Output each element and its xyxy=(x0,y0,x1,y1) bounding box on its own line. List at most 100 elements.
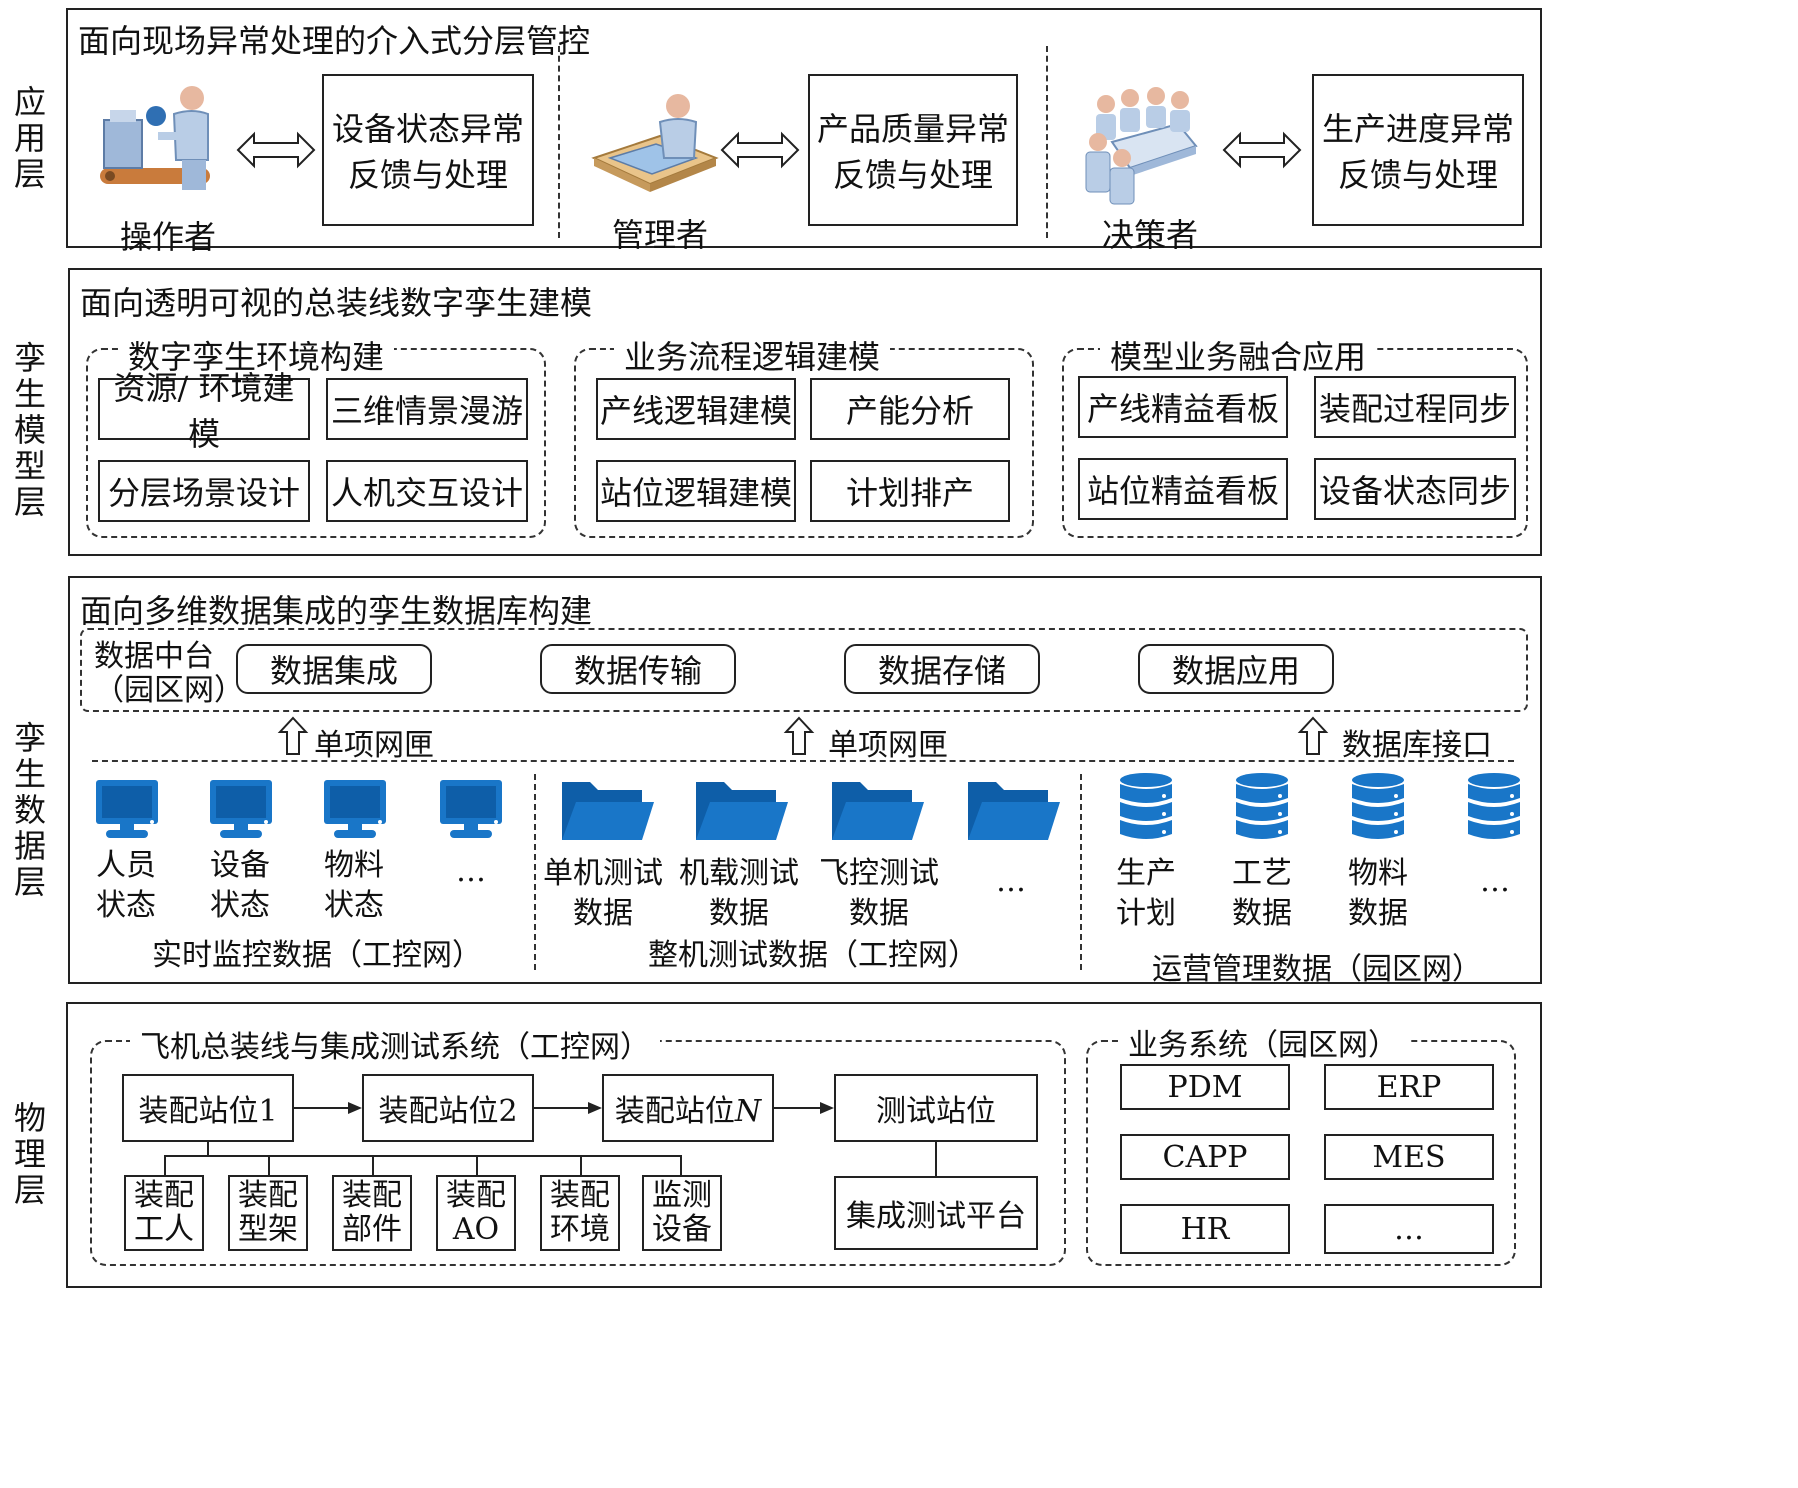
assembly-test-group-title: 飞机总装线与集成测试系统（工控网） xyxy=(130,1022,660,1066)
station-box: 测试站位 xyxy=(834,1074,1038,1142)
platform-item: 数据应用 xyxy=(1138,644,1334,694)
model-item: 装配过程同步 xyxy=(1314,376,1516,438)
folder-icon xyxy=(830,774,926,844)
double-arrow-icon xyxy=(1222,130,1302,170)
right-arrow-icon xyxy=(774,1100,834,1116)
arrow-label: 数据库接口 xyxy=(1342,728,1492,763)
database-icon xyxy=(1350,772,1406,842)
double-arrow-icon xyxy=(720,130,800,170)
data-item-label: 飞控测试数据 xyxy=(819,856,939,931)
system-box: ERP xyxy=(1324,1064,1494,1110)
layer-label-physical: 物理层 xyxy=(13,1099,46,1209)
application-layer-panel xyxy=(66,8,1542,248)
model-item: 设备状态同步 xyxy=(1314,458,1516,520)
twin-model-layer-panel xyxy=(68,268,1542,556)
model-item: 产能分析 xyxy=(810,378,1010,440)
platform-item: 数据集成 xyxy=(236,644,432,694)
divider xyxy=(558,46,560,238)
double-arrow-icon xyxy=(236,130,316,170)
connector-line xyxy=(164,1155,680,1157)
platform-item: 数据存储 xyxy=(844,644,1040,694)
station-box: 装配站位N xyxy=(602,1074,774,1142)
database-icon xyxy=(1234,772,1290,842)
layer-label-twin-model: 孪生模型层 xyxy=(13,339,46,521)
connector-line xyxy=(476,1155,478,1175)
data-item-label: … xyxy=(996,864,1026,899)
operations-data-caption: 运营管理数据（园区网） xyxy=(1152,952,1482,987)
model-fusion-group-title: 模型业务融合应用 xyxy=(1100,332,1377,378)
data-item-label: 单机测试数据 xyxy=(543,856,663,931)
right-arrow-icon xyxy=(534,1100,602,1116)
resource-box: 装配环境 xyxy=(540,1175,620,1251)
model-item: 三维情景漫游 xyxy=(326,378,528,440)
up-arrow-icon xyxy=(783,716,815,756)
business-systems-title: 业务系统（园区网） xyxy=(1118,1020,1408,1064)
connector-line xyxy=(164,1155,166,1175)
arrow-label: 单项网匣 xyxy=(314,728,434,763)
system-box: HR xyxy=(1120,1204,1290,1254)
connector-line xyxy=(580,1155,582,1175)
up-arrow-icon xyxy=(1297,716,1329,756)
system-box: CAPP xyxy=(1120,1134,1290,1180)
resource-box: 监测设备 xyxy=(642,1175,722,1251)
data-item-label: 物料状态 xyxy=(324,848,384,923)
integrated-test-platform: 集成测试平台 xyxy=(834,1176,1038,1250)
arrow-label: 单项网匣 xyxy=(828,728,948,763)
data-middle-platform xyxy=(80,628,1528,712)
resource-box: 装配型架 xyxy=(228,1175,308,1251)
data-item-label: 生产计划 xyxy=(1116,856,1176,931)
manager-icon xyxy=(590,92,720,210)
resource-box: 装配工人 xyxy=(124,1175,204,1251)
connector-line xyxy=(935,1142,937,1176)
twin-model-layer-title: 面向透明可视的总装线数字孪生建模 xyxy=(80,284,593,322)
folder-icon xyxy=(966,774,1062,844)
data-item-label: 工艺数据 xyxy=(1232,856,1292,931)
connector-line xyxy=(207,1142,209,1156)
station-box: 装配站位2 xyxy=(362,1074,534,1142)
layer-label-application: 应用层 xyxy=(13,83,46,193)
model-item: 产线逻辑建模 xyxy=(596,378,796,440)
twin-env-group-title: 数字孪生环境构建 xyxy=(118,332,395,378)
system-box: MES xyxy=(1324,1134,1494,1180)
data-item-label: 设备状态 xyxy=(210,848,270,923)
layer-label-twin-data: 孪生数据层 xyxy=(13,719,46,901)
connector-line xyxy=(268,1155,270,1175)
database-icon xyxy=(1466,772,1522,842)
role-name-manager: 管理者 xyxy=(612,216,709,254)
application-layer-title: 面向现场异常处理的介入式分层管控 xyxy=(78,22,591,60)
folder-icon xyxy=(560,774,656,844)
divider xyxy=(534,774,536,970)
system-box: PDM xyxy=(1120,1064,1290,1110)
business-flow-group-title: 业务流程逻辑建模 xyxy=(614,332,891,378)
divider xyxy=(1046,46,1048,238)
model-item: 人机交互设计 xyxy=(326,460,528,522)
connector-line xyxy=(680,1155,682,1175)
data-item-label: 机载测试数据 xyxy=(679,856,799,931)
divider xyxy=(1080,774,1082,970)
monitor-icon xyxy=(438,778,504,840)
role-name-operator: 操作者 xyxy=(120,218,217,256)
connector-line xyxy=(372,1155,374,1175)
data-item-label: … xyxy=(1480,864,1510,899)
up-arrow-icon xyxy=(277,716,309,756)
model-item: 站位逻辑建模 xyxy=(596,460,796,522)
data-item-label: 人员状态 xyxy=(96,848,156,923)
quality-anomaly-box: 产品质量异常反馈与处理 xyxy=(808,74,1018,226)
twin-data-layer-title: 面向多维数据集成的孪生数据库构建 xyxy=(80,592,593,630)
model-item: 分层场景设计 xyxy=(98,460,310,522)
data-item-label: … xyxy=(456,854,486,889)
system-box: … xyxy=(1324,1204,1494,1254)
operator-icon xyxy=(96,80,226,210)
progress-anomaly-box: 生产进度异常反馈与处理 xyxy=(1312,74,1524,226)
model-item: 计划排产 xyxy=(810,460,1010,522)
station-box: 装配站位1 xyxy=(122,1074,294,1142)
role-name-decision-maker: 决策者 xyxy=(1102,216,1199,254)
data-middle-platform-label: 数据中台（园区网） xyxy=(94,639,244,708)
realtime-monitor-caption: 实时监控数据（工控网） xyxy=(152,938,482,973)
monitor-icon xyxy=(322,778,388,840)
right-arrow-icon xyxy=(294,1100,362,1116)
divider xyxy=(92,760,1514,762)
model-item: 站位精益看板 xyxy=(1078,458,1288,520)
monitor-icon xyxy=(94,778,160,840)
